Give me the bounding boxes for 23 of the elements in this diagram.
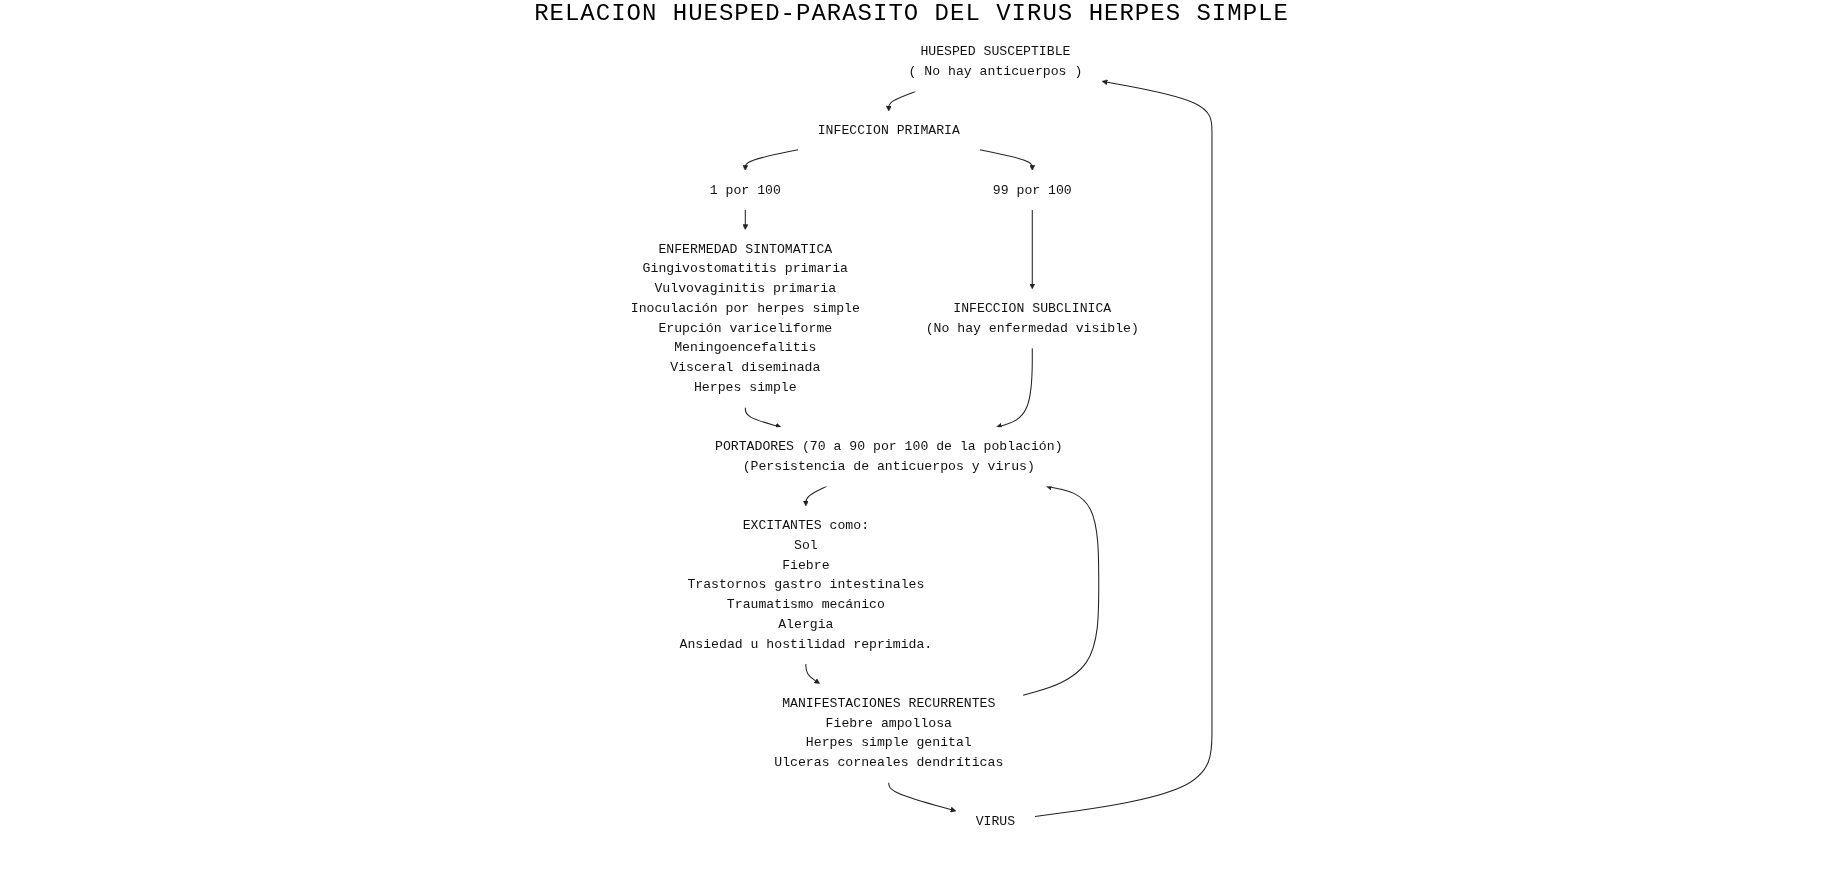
arrow xyxy=(742,209,749,230)
arrow xyxy=(744,406,782,429)
node-text: INFECCION PRIMARIA xyxy=(817,123,960,139)
node-text: 1 por 100 xyxy=(709,182,781,198)
arrow xyxy=(1029,209,1036,290)
node-text: ENFERMEDAD SINTOMATICA Gingivostomatitis primaria Vulvovaginitis primaria Inoculación por herpes simple Erupción variceliforme Meningoencefalitis Visceral diseminada Herpes simple xyxy=(630,241,860,395)
diagram-title: RELACION HUESPED-PARASITO DEL VIRUS HERPES SIMPLE xyxy=(534,0,1289,27)
arrow xyxy=(888,782,957,813)
node-text: VIRUS xyxy=(975,814,1016,830)
node-text: 99 por 100 xyxy=(992,182,1072,198)
node-text: HUESPED SUSCEPTIBLE ( No hay anticuerpos ) xyxy=(908,44,1083,79)
arrow xyxy=(1022,484,1100,696)
node-text: EXCITANTES como: Sol Fiebre Trastornos gastro intestinales Traumatismo mecánico Alergia Ansiedad u hostilidad reprimida. xyxy=(679,517,933,652)
node-text: MANIFESTACIONES RECURRENTES Fiebre ampollosa Herpes simple genital Ulceras corneales dendríticas xyxy=(774,695,1004,770)
node-text: INFECCION SUBCLINICA (No hay enfermedad visible) xyxy=(925,300,1139,336)
arrow xyxy=(1034,79,1213,818)
arrow xyxy=(802,485,828,507)
arrow xyxy=(805,663,820,685)
arrow xyxy=(979,149,1036,171)
node-text: PORTADORES (70 a 90 por 100 de la población) (Persistencia de anticuerpos y virus) xyxy=(715,438,1063,474)
arrow xyxy=(885,90,916,112)
arrow xyxy=(996,347,1033,429)
arrow xyxy=(742,149,799,171)
